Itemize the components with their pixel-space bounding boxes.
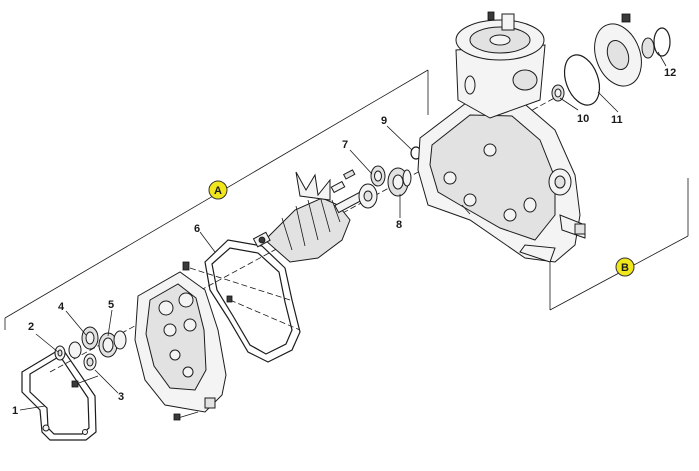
part-7-bearing [370, 165, 386, 187]
leader-lines [19, 51, 667, 411]
label-part-7: 7 [342, 139, 348, 151]
label-part-3: 3 [118, 391, 124, 403]
label-part-8: 8 [396, 219, 402, 231]
part-number-labels: 1 2 3 4 5 6 7 8 9 10 11 12 [12, 67, 676, 417]
label-part-12: 12 [664, 67, 676, 79]
end-cover-disc [594, 13, 642, 87]
label-part-11: 11 [611, 114, 623, 126]
part-8-bearing [387, 167, 412, 197]
callout-bubble-b: B [615, 257, 635, 277]
label-part-6: 6 [194, 223, 200, 235]
label-part-10: 10 [577, 113, 589, 125]
part-10-sleeve [551, 84, 565, 102]
part-3-bolt [71, 353, 99, 388]
callout-bubble-a: A [208, 180, 228, 200]
label-part-1: 1 [12, 405, 18, 417]
label-part-5: 5 [108, 299, 114, 311]
alignment-line-cover-2 [229, 299, 301, 331]
callout-b-text: B [621, 262, 629, 274]
main-compressor-housing [417, 11, 586, 263]
shaft-key [330, 169, 356, 194]
part-5-bearing [98, 330, 127, 358]
callout-a-text: A [214, 185, 222, 197]
part-2-seal-ring [54, 345, 66, 361]
part-1-gasket-plate [21, 347, 97, 441]
label-part-2: 2 [28, 321, 34, 333]
shaft-washer [358, 183, 378, 209]
part-12-retaining-rings [641, 27, 671, 59]
part-11-large-o-ring [563, 54, 601, 106]
label-part-9: 9 [381, 115, 387, 127]
label-part-4: 4 [58, 301, 65, 313]
part-4-bearing [68, 326, 99, 359]
front-housing-cover [134, 261, 233, 421]
screw-rotor [252, 171, 366, 263]
